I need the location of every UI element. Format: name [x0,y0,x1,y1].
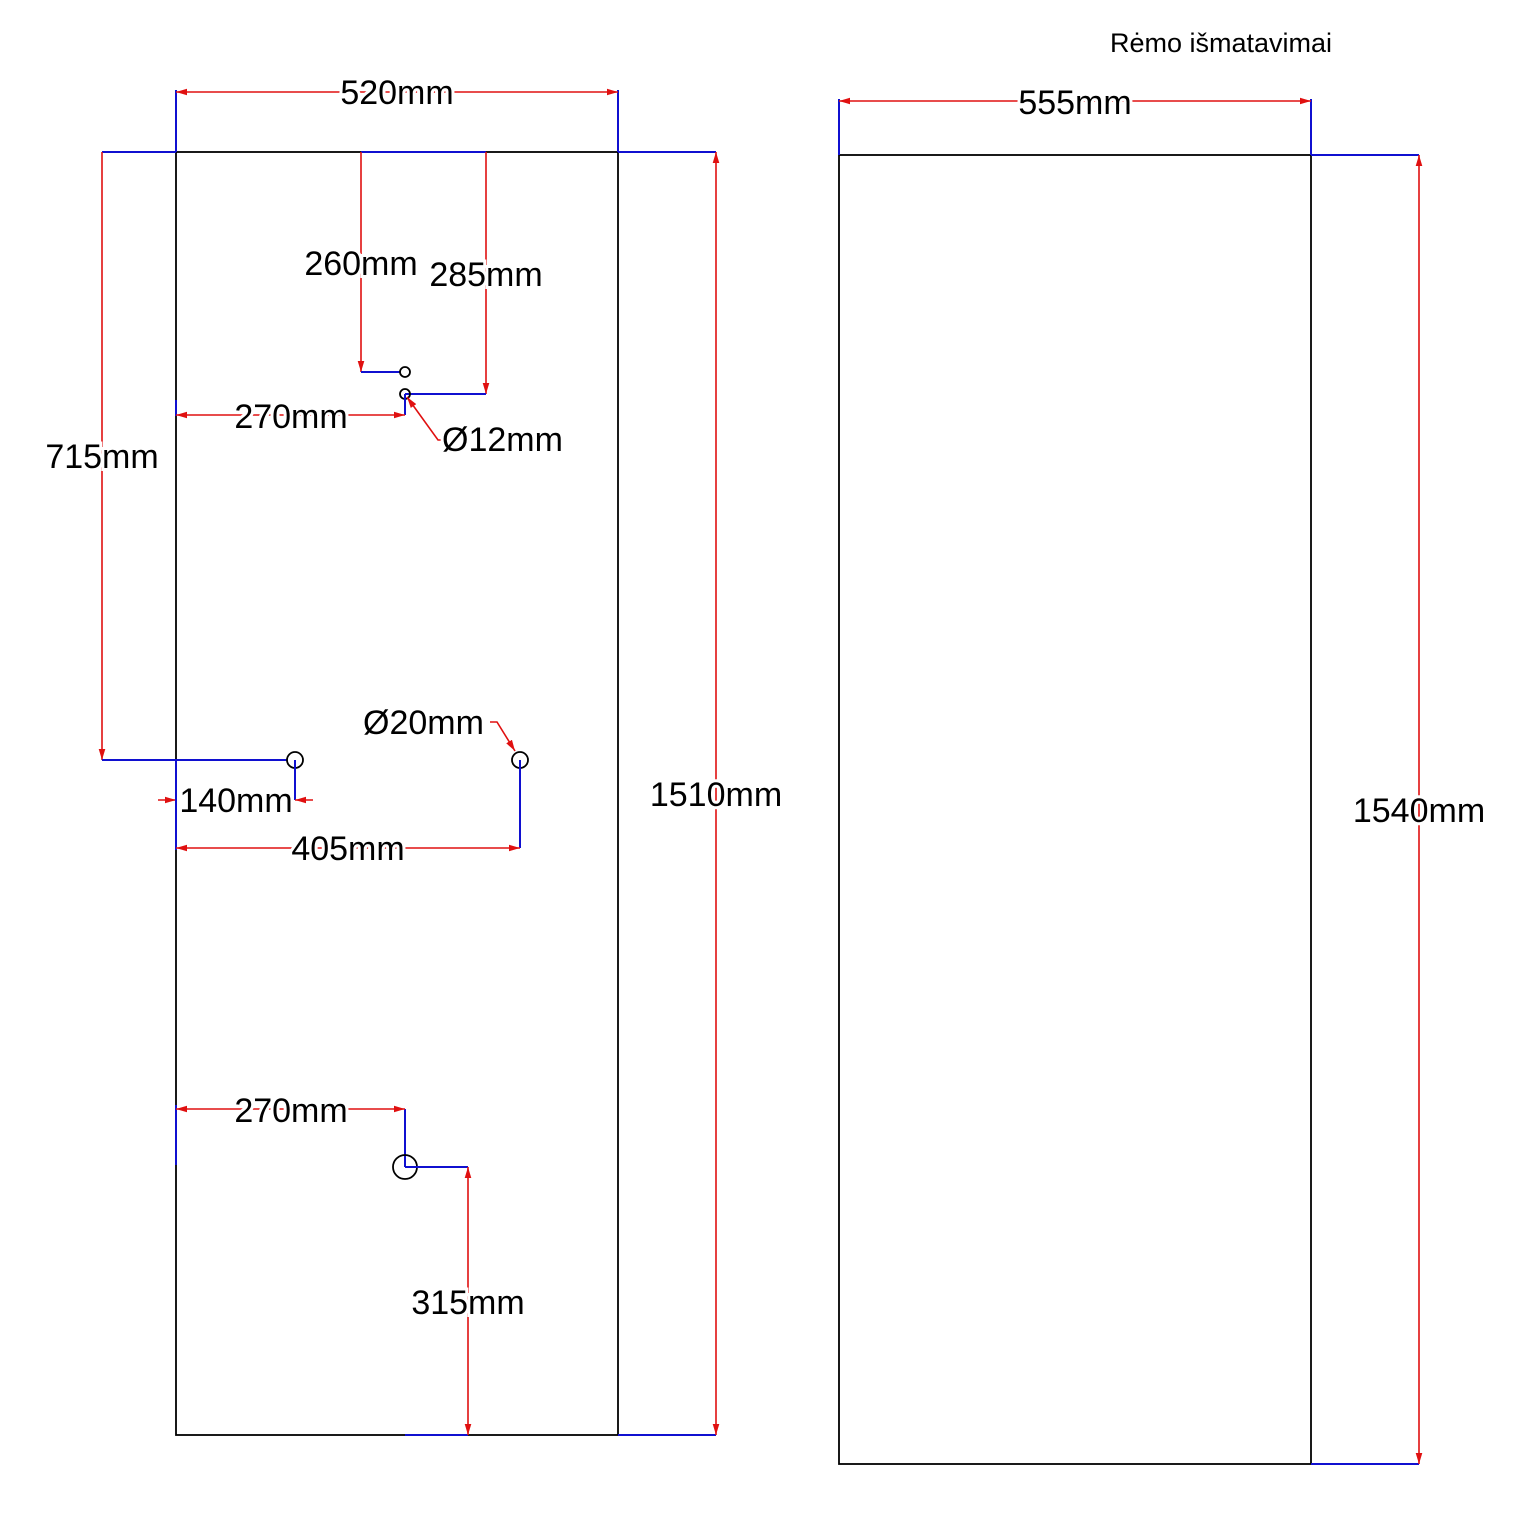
frame-outline [838,154,1312,1465]
hole-top-from-left-label: 270mm [234,398,347,436]
hole-mid-diameter-label: Ø20mm [363,704,484,742]
panel-width-label: 520mm [340,74,453,112]
hole-small-diameter-label: Ø12mm [442,421,563,459]
hole-top-1 [399,366,411,378]
drawing-title: Rėmo išmatavimai [1110,28,1332,58]
panel-drawing: 520mm 1510mm 260mm 285mm 270mm Ø12mm 715… [42,71,785,1436]
hole-mid-left-label: 140mm [179,782,292,820]
holes-mid-from-top-label: 715mm [45,438,158,476]
frame-width-label: 555mm [1018,84,1131,122]
hole-mid-right-label: 405mm [291,830,404,868]
hole-top-2-label: 285mm [429,256,542,294]
frame-height-label: 1540mm [1353,792,1485,830]
hole-bottom-from-bottom-label: 315mm [411,1284,524,1322]
frame-drawing: 555mm 1540mm [838,81,1488,1465]
hole-bottom-from-left-label: 270mm [234,1092,347,1130]
panel-height-label: 1510mm [650,776,782,814]
hole-top-1-label: 260mm [304,245,417,283]
